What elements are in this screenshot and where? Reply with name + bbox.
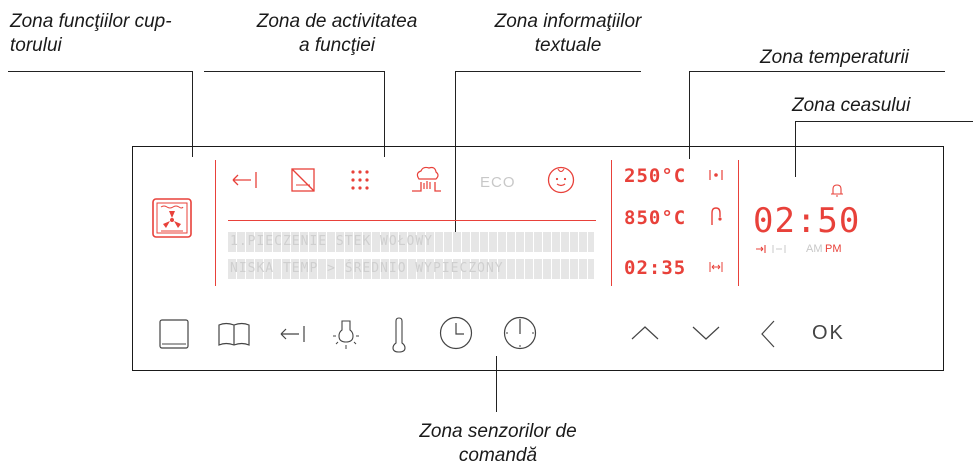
- leader-activity-h: [204, 71, 384, 72]
- book-icon[interactable]: [217, 321, 251, 347]
- baby-face-icon[interactable]: [546, 165, 576, 195]
- thermometer-icon[interactable]: [392, 317, 406, 353]
- clock-display: 02:50: [753, 201, 861, 241]
- timer-display: 02:35: [624, 257, 687, 279]
- callout-sensors-zone: Zona senzorilor de comandă: [398, 420, 598, 468]
- callout-activity-line2: a funcţiei: [298, 35, 376, 56]
- fan-heating-icon[interactable]: [152, 198, 192, 238]
- leader-text-v: [455, 71, 456, 247]
- sensor-back-arrow-icon[interactable]: [279, 323, 309, 345]
- chevron-left-icon[interactable]: [760, 319, 776, 349]
- leader-functions-h: [8, 71, 192, 72]
- callout-sensors-line2: comandă: [458, 445, 538, 466]
- temperature-mid-value: 850°C: [624, 207, 687, 229]
- am-indicator: AM: [806, 243, 823, 255]
- callout-clock-zone: Zona ceasului: [792, 95, 911, 116]
- callout-text-line2: textuale: [534, 35, 602, 56]
- ok-button[interactable]: OK: [812, 322, 845, 344]
- back-arrow-icon[interactable]: [231, 169, 261, 191]
- alarm-bell-icon: [831, 184, 843, 197]
- top-heat-indicator-icon: [709, 170, 723, 180]
- callout-functions-line2: torului: [10, 35, 62, 56]
- text-display-line1: 1.PIECZENIE STEK WOŁOWY: [228, 232, 594, 252]
- end-time-icons: [756, 245, 786, 253]
- timer-dial-icon[interactable]: [503, 316, 537, 350]
- leader-clock-h: [795, 121, 973, 122]
- meat-probe-icon: [711, 207, 722, 225]
- oven-control-panel: ECO 1.PIECZENIE STEK WOŁOWY NISKA TEMP >…: [132, 146, 944, 371]
- callout-activity-line1: Zona de activitatea: [256, 11, 418, 32]
- chevron-up-icon[interactable]: [630, 325, 660, 341]
- eco-icon[interactable]: ECO: [480, 174, 516, 191]
- clock-icon[interactable]: [439, 316, 473, 350]
- steam-hand-icon[interactable]: [409, 165, 443, 193]
- callout-temperature-zone: Zona temperaturii: [760, 47, 909, 68]
- chevron-down-icon[interactable]: [691, 325, 721, 341]
- leader-temp-v: [689, 71, 690, 159]
- callout-text-zone: Zona informaţiilor textuale: [468, 10, 668, 58]
- pm-indicator: PM: [825, 243, 842, 255]
- separator-functions: [215, 160, 216, 286]
- leader-sensors-v: [496, 356, 497, 412]
- oven-icon[interactable]: [159, 319, 189, 349]
- leader-temp-h: [689, 71, 945, 72]
- leader-activity-v: [384, 71, 385, 157]
- callout-functions-line1: Zona funcţiilor cup-: [10, 11, 172, 32]
- duration-icon: [709, 262, 723, 272]
- dots-grid-icon[interactable]: [350, 169, 374, 193]
- separator-text: [611, 160, 612, 286]
- temperature-mid: 850°C: [624, 207, 686, 229]
- callout-text-line1: Zona informaţiilor: [494, 11, 642, 32]
- separator-clock: [738, 160, 739, 286]
- text-display-line2: NISKA TEMP > ŚREDNIO WYPIECZONY: [228, 259, 594, 279]
- leader-text-h: [455, 71, 641, 72]
- leader-functions-v: [192, 71, 193, 157]
- callout-activity-zone: Zona de activitatea a funcţiei: [232, 10, 442, 58]
- leader-clock-v: [795, 121, 796, 177]
- lamp-icon[interactable]: [331, 317, 361, 351]
- separator-activity: [228, 220, 596, 221]
- callout-sensors-line1: Zona senzorilor de: [419, 421, 577, 442]
- callout-functions-zone: Zona funcţiilor cup- torului: [10, 10, 172, 58]
- no-preheat-icon[interactable]: [290, 167, 316, 193]
- temperature-top: 250°C: [624, 165, 687, 187]
